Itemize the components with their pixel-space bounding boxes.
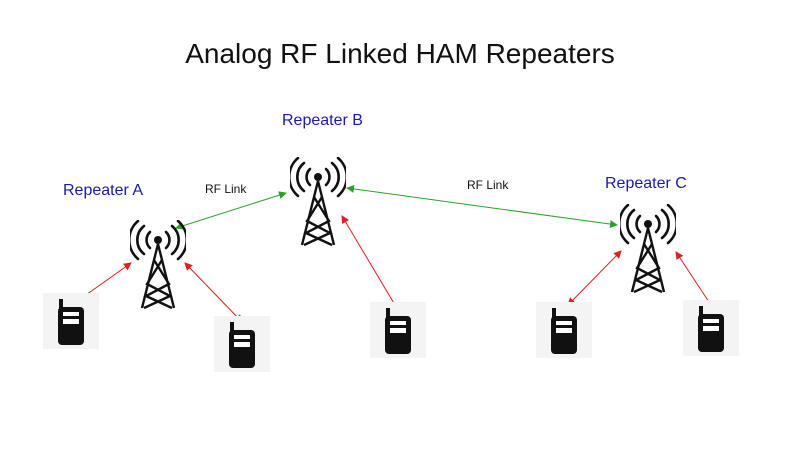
radio-link-arrow-c2 [675,251,714,309]
repeater-a-label: Repeater A [63,182,144,199]
diagram-title: Analog RF Linked HAM Repeaters [185,38,615,69]
radio-link-arrow-a2 [184,262,243,323]
handheld-radio-icon-a2 [214,316,270,372]
radio-link-arrow-c1 [567,250,622,306]
repeater-a-tower-icon [130,220,186,310]
rf-link-arrow-bc [346,184,618,229]
repeater-b-tower-icon [290,157,346,247]
repeater-c-tower-icon [620,204,676,294]
handheld-radio-icon-b [370,302,426,358]
handheld-radio-icon-a1 [43,293,99,349]
repeater-c-label: Repeater C [605,175,687,192]
rf-link-arrow-ab [175,191,287,230]
radio-link-arrow-b [341,215,399,311]
handheld-radio-icon-c2 [683,300,739,356]
handheld-radio-icon-c1 [536,302,592,358]
repeater-b-label: Repeater B [282,112,363,129]
